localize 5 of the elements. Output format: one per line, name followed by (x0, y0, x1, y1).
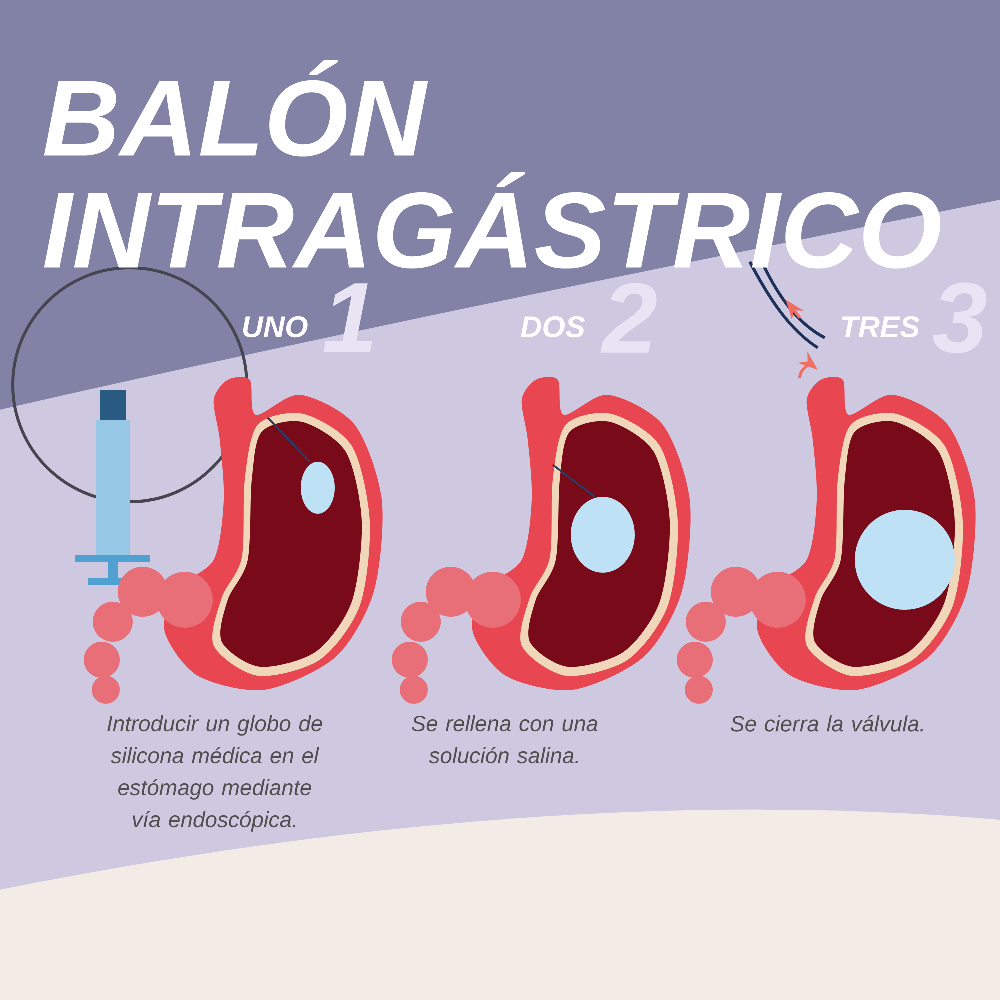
caption: Introducir un globo de silicona médica en el estómago mediante vía endoscópica. (108, 715, 322, 832)
title: BALÓN INTRAGÁSTRICO (44, 60, 941, 269)
step-label: UNO (243, 316, 308, 338)
caption: Se cierra la válvula. (730, 715, 924, 732)
caption: Se rellena con una solución salina. (412, 715, 598, 764)
